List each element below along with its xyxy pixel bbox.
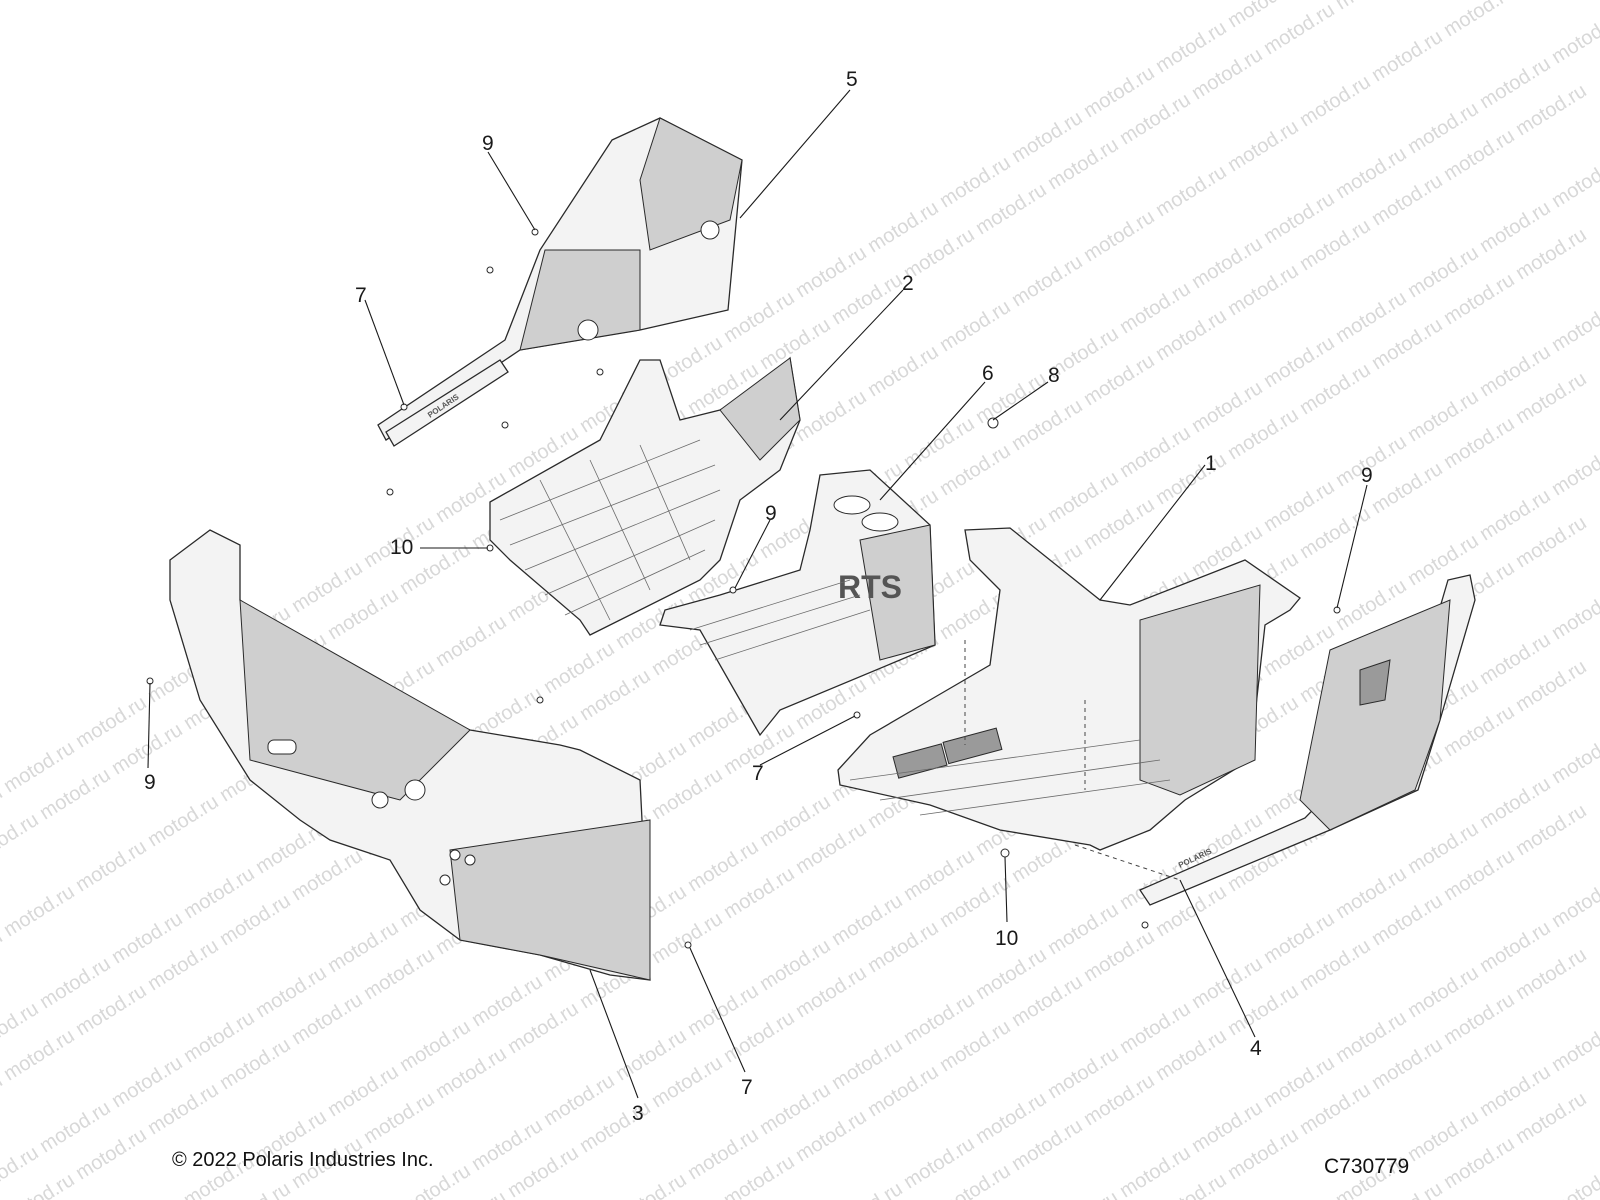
part-6-center-console: RTS <box>659 469 936 737</box>
callout-labels: 5 9 7 2 6 8 1 9 10 9 9 7 10 4 3 7 <box>144 68 1373 1125</box>
floor-pad-1 <box>892 743 948 779</box>
floor-pan-grid <box>499 439 721 621</box>
fasteners <box>146 228 1341 949</box>
callout-7-bottom: 7 <box>741 1076 753 1099</box>
part-4-rocker-panel: POLARIS <box>1074 574 1476 906</box>
callout-3: 3 <box>632 1102 644 1125</box>
callout-8: 8 <box>1048 364 1060 387</box>
callout-7-left: 7 <box>355 284 367 307</box>
callout-5: 5 <box>846 68 858 91</box>
callout-10-left: 10 <box>390 536 413 559</box>
floor-pad-2 <box>942 727 1003 765</box>
callout-7-center: 7 <box>752 762 764 785</box>
callout-4: 4 <box>1250 1037 1262 1060</box>
callout-9-right: 9 <box>1361 464 1373 487</box>
diagram-code: C730779 <box>1324 1155 1410 1178</box>
part-5-side-panel: POLARIS <box>377 117 743 447</box>
callout-10-right: 10 <box>995 927 1018 950</box>
callout-9-top: 9 <box>482 132 494 155</box>
callout-9-center: 9 <box>765 502 777 525</box>
part-2-floor-pan <box>489 356 801 636</box>
part-3-dash-panel <box>169 529 651 981</box>
copyright-notice: © 2022 Polaris Industries Inc. <box>172 1149 434 1171</box>
callout-2: 2 <box>902 272 914 295</box>
callout-1: 1 <box>1205 452 1217 475</box>
faded-brand-mark: RTS <box>838 569 902 605</box>
leader-lines <box>147 89 1368 1099</box>
callout-6: 6 <box>982 362 994 385</box>
part-1-front-floor <box>837 527 1301 851</box>
callout-9-far-left: 9 <box>144 771 156 794</box>
